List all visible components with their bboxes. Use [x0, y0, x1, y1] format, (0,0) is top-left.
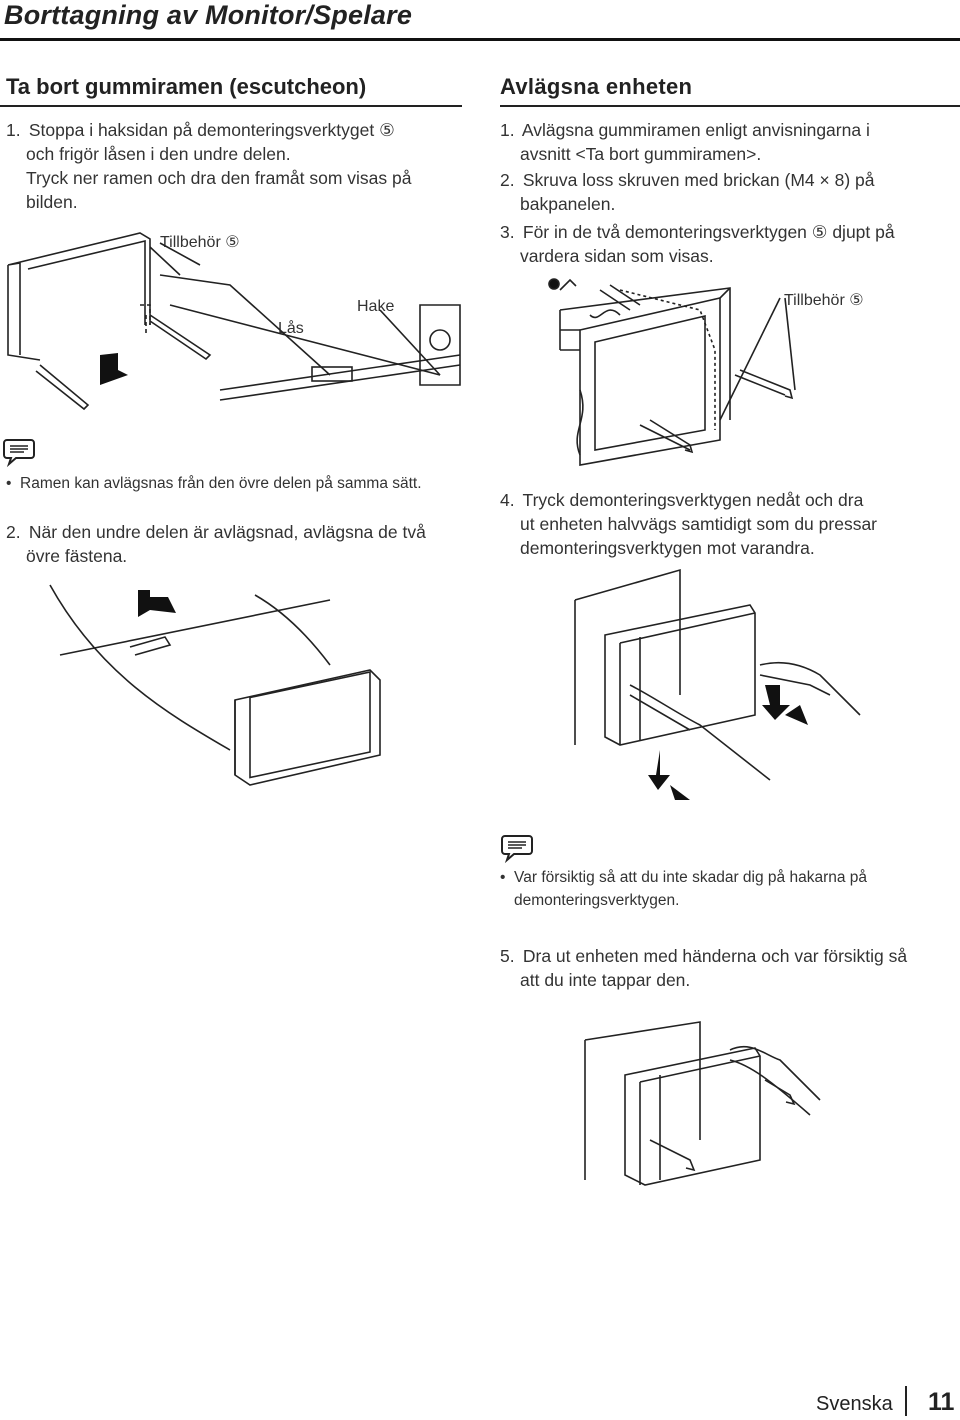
step-number: 3.	[500, 222, 515, 242]
step-number: 1.	[500, 120, 515, 140]
note-icon	[501, 835, 533, 864]
footer-separator	[905, 1386, 907, 1416]
note-icon	[3, 439, 35, 468]
insert-tools-illustration	[548, 278, 796, 466]
step-text-line: Tryck demonteringsverktygen nedåt och dr…	[522, 490, 864, 510]
step-text-line: Stoppa i haksidan på demonteringsverktyg…	[28, 120, 395, 140]
heading-underline	[0, 105, 462, 107]
left-step-1: 1. Stoppa i haksidan på demonteringsverk…	[6, 118, 456, 214]
step-text-line: Avlägsna gummiramen enligt anvisningarna…	[521, 120, 870, 140]
step-number: 2.	[500, 170, 515, 190]
title-rule	[0, 38, 960, 41]
right-step-4: 4. Tryck demonteringsverktygen nedåt och…	[500, 488, 955, 560]
step-text-line: För in de två demonteringsverktygen ⑤ dj…	[522, 222, 895, 242]
step-text-line: vardera sidan som visas.	[520, 246, 714, 266]
note-bullet-text: Var försiktig så att du inte skadar dig …	[514, 869, 868, 886]
step-text-line: bakpanelen.	[520, 194, 616, 214]
pull-unit-by-hand-illustration	[584, 1021, 821, 1186]
label-hook: Hake	[357, 298, 395, 315]
step-text-line: Skruva loss skruven med brickan (M4 × 8)…	[522, 170, 875, 190]
press-and-pull-illustration	[574, 568, 861, 800]
step-text-line: att du inte tappar den.	[520, 970, 691, 990]
step-text-line: övre fästena.	[26, 546, 128, 566]
step-text-line: avsnitt <Ta bort gummiramen>.	[520, 144, 762, 164]
page-number: 11	[928, 1388, 955, 1416]
step-text-line: När den undre delen är avlägsnad, avlägs…	[28, 522, 426, 542]
step-text-line: ut enheten halvvägs samtidigt som du pre…	[520, 514, 877, 534]
step-number: 2.	[6, 522, 21, 542]
section-heading-escutcheon: Ta bort gummiramen (escutcheon)	[6, 74, 367, 99]
section-heading-remove-unit: Avlägsna enheten	[500, 74, 693, 99]
right-step-3: 3. För in de två demonteringsverktygen ⑤…	[500, 220, 955, 268]
left-step-2: 2. När den undre delen är avlägsnad, avl…	[6, 520, 456, 568]
step-number: 5.	[500, 946, 515, 966]
right-note-bullet: • Var försiktig så att du inte skadar di…	[500, 866, 955, 912]
step-text-line: Dra ut enheten med händerna och var förs…	[522, 946, 908, 966]
label-accessory: Tillbehör ⑤	[160, 234, 240, 251]
label-accessory: Tillbehör ⑤	[784, 292, 864, 309]
heading-underline	[500, 105, 960, 107]
right-step-5: 5. Dra ut enheten med händerna och var f…	[500, 944, 955, 992]
note-bullet-text: Ramen kan avlägsnas från den övre delen …	[20, 475, 422, 492]
step-number: 1.	[6, 120, 21, 140]
upper-clips-illustration	[49, 584, 381, 786]
left-note-bullet: • Ramen kan avlägsnas från den övre dele…	[6, 475, 422, 492]
note-bullet-text: demonteringsverktygen.	[514, 892, 680, 909]
label-lock: Lås	[278, 320, 304, 337]
step-text-line: Tryck ner ramen och dra den framåt som v…	[26, 168, 412, 188]
step-number: 4.	[500, 490, 515, 510]
page-title: Borttagning av Monitor/Spelare	[4, 0, 413, 30]
right-step-2: 2. Skruva loss skruven med brickan (M4 ×…	[500, 168, 955, 216]
right-step-1: 1. Avlägsna gummiramen enligt anvisninga…	[500, 118, 955, 166]
step-text-line: och frigör låsen i den undre delen.	[26, 144, 291, 164]
escutcheon-removal-illustration	[7, 232, 461, 411]
step-text-line: bilden.	[26, 192, 78, 212]
step-text-line: demonteringsverktygen mot varandra.	[520, 538, 815, 558]
footer-language: Svenska	[816, 1393, 893, 1415]
